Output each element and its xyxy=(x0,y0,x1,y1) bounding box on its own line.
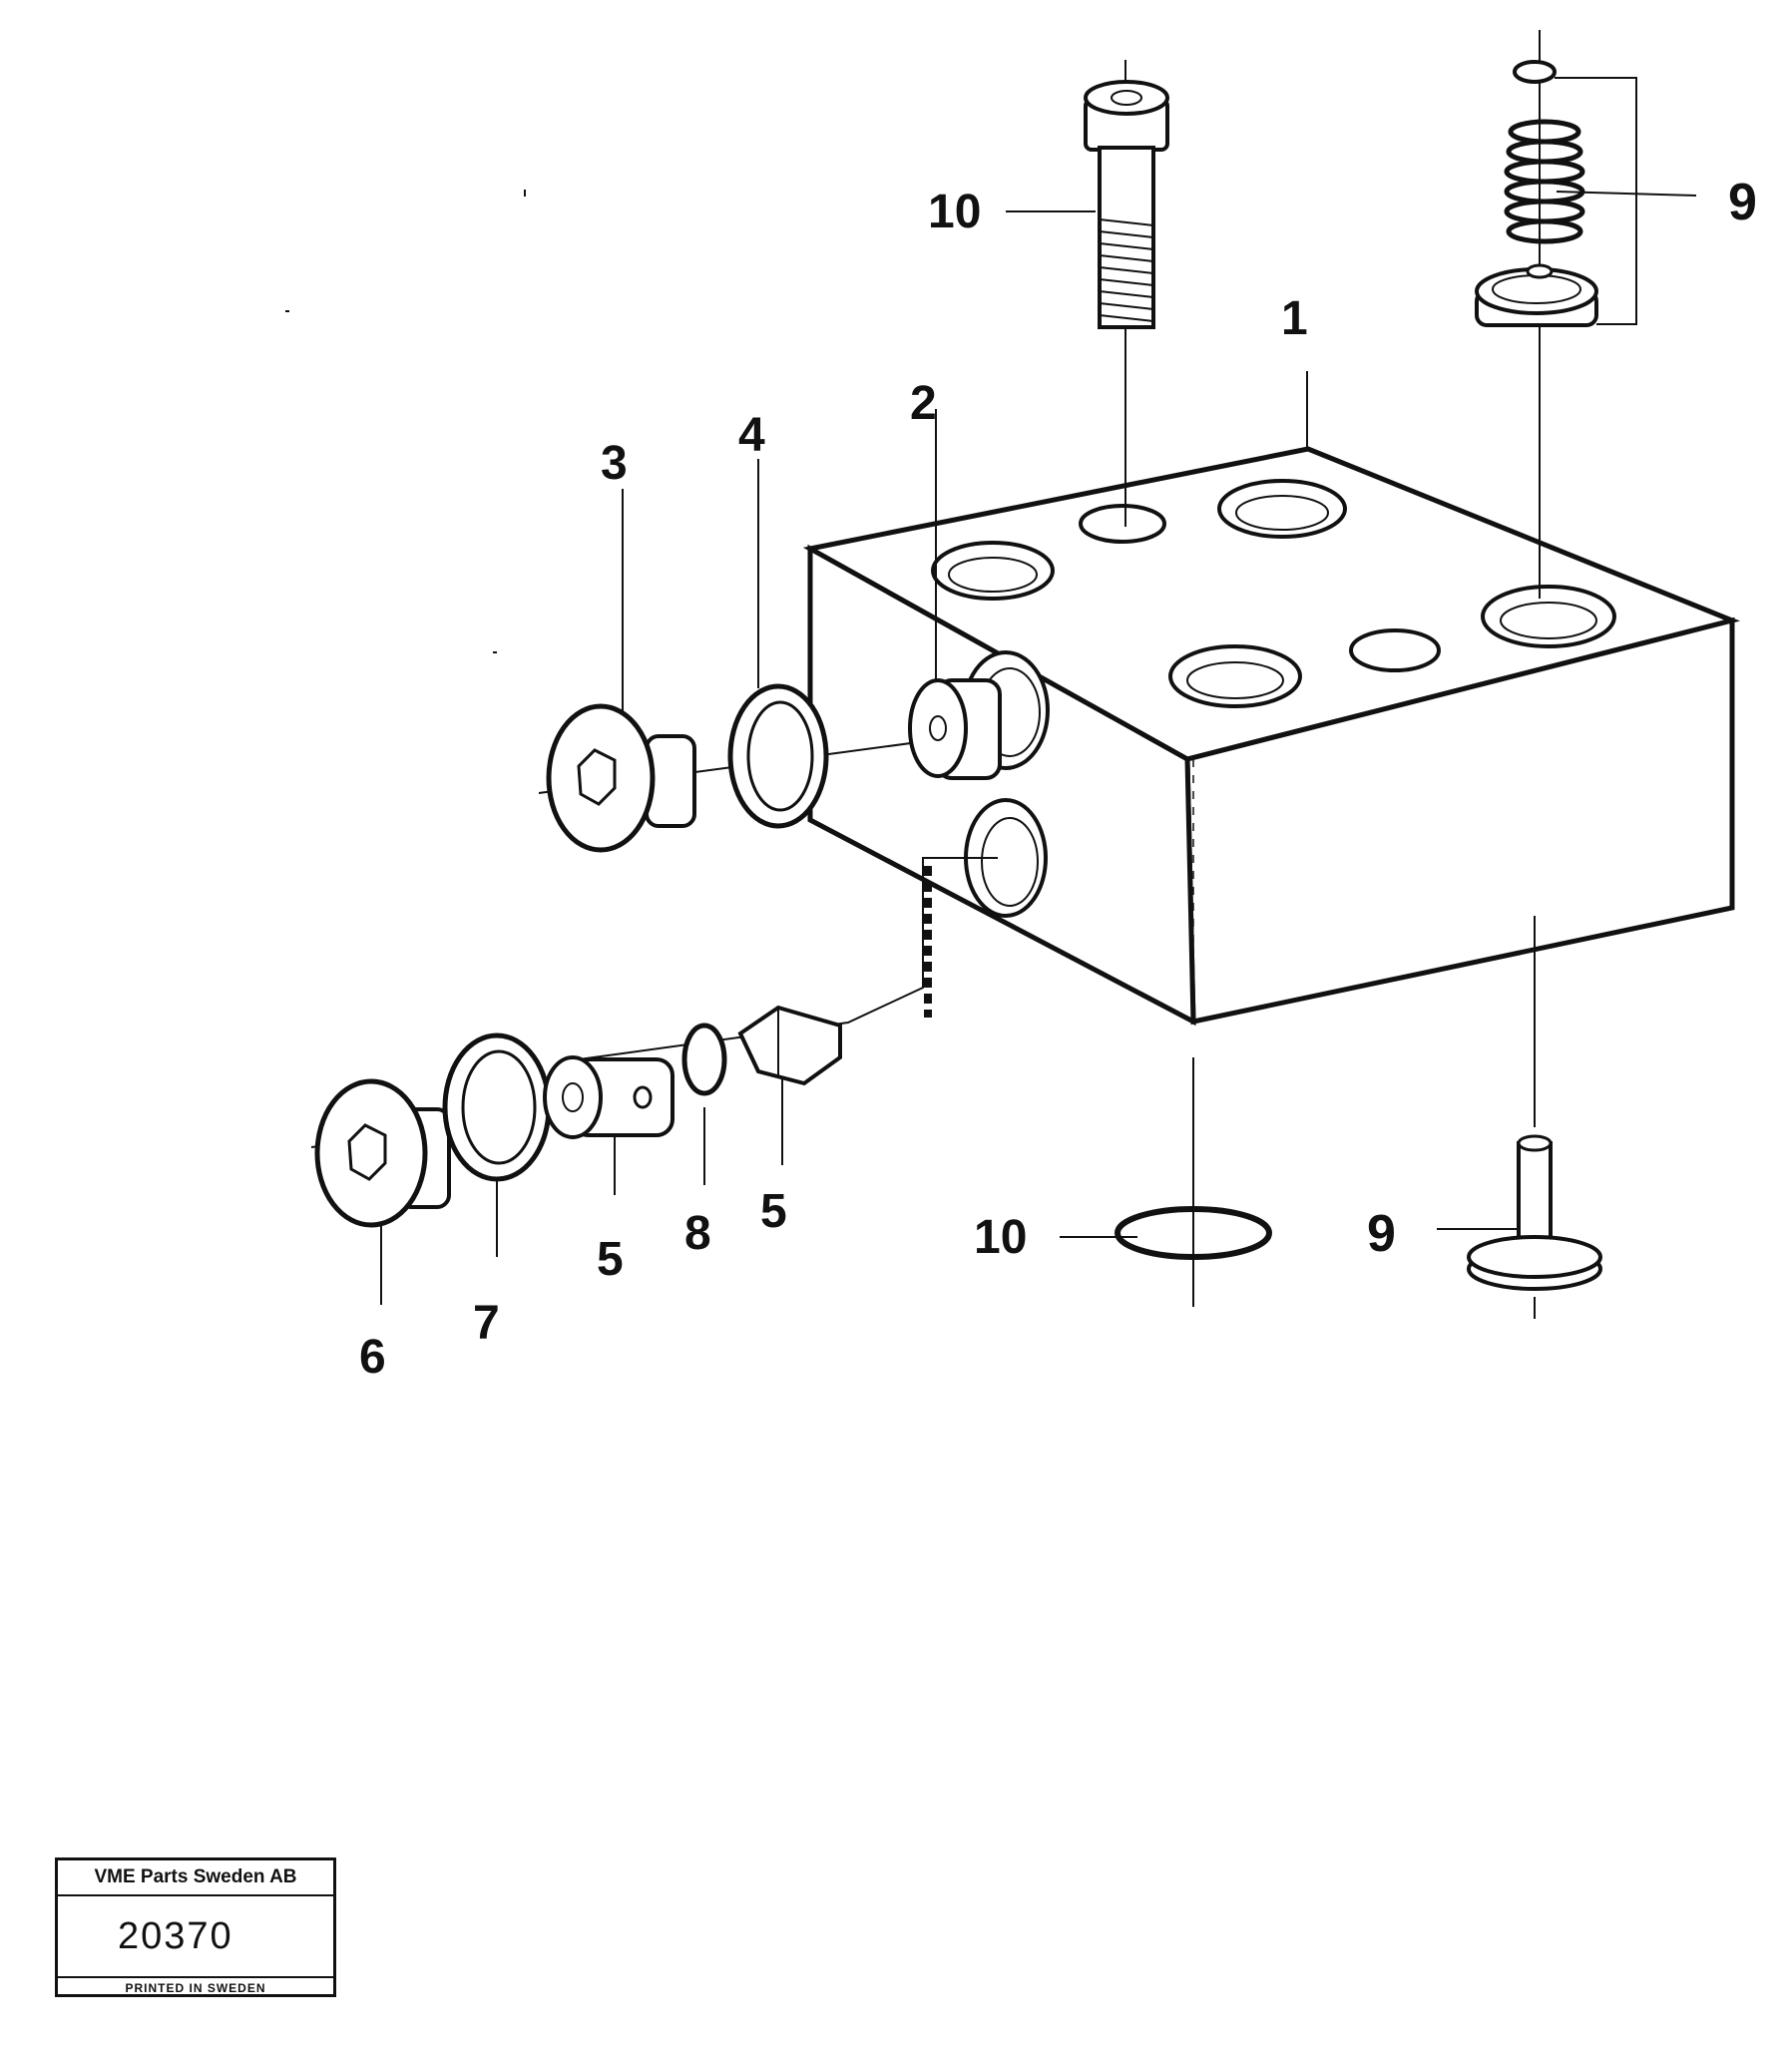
callout-7: 7 xyxy=(473,1297,500,1350)
callout-1: 1 xyxy=(1281,292,1308,345)
callout-4: 4 xyxy=(738,409,765,462)
sleeve-5 xyxy=(543,1055,674,1139)
valve-block xyxy=(802,446,1741,1027)
callout-9-top: 9 xyxy=(1728,174,1757,231)
callout-5a: 5 xyxy=(597,1233,624,1286)
callout-10-top: 10 xyxy=(928,186,981,238)
plug-3 xyxy=(546,703,696,853)
washer-7 xyxy=(442,1032,552,1182)
stamp-company: VME Parts Sweden AB xyxy=(58,1860,333,1896)
oring-10-bottom xyxy=(1115,1206,1272,1260)
poppet-5 xyxy=(737,1005,842,1086)
stamp-printed: PRINTED IN SWEDEN xyxy=(125,1980,266,1995)
title-stamp: VME Parts Sweden AB 20370 PRINTED IN SWE… xyxy=(55,1857,336,1997)
spring-assembly xyxy=(1475,30,1697,599)
callout-3: 3 xyxy=(601,437,628,490)
callouts: 1 2 3 4 5 5 6 7 8 9 9 10 10 xyxy=(359,174,1757,1384)
valve-disc-9 xyxy=(1467,1134,1602,1291)
washer-4 xyxy=(727,683,829,829)
callout-10-bottom: 10 xyxy=(974,1211,1027,1264)
callout-2: 2 xyxy=(910,377,937,430)
plug-2 xyxy=(908,678,1002,780)
plug-6 xyxy=(314,1078,451,1228)
callout-8: 8 xyxy=(684,1207,711,1260)
oring-8 xyxy=(681,1023,727,1096)
callout-5b: 5 xyxy=(760,1185,787,1238)
bolt-top xyxy=(1006,60,1169,527)
stamp-number: 20370 xyxy=(58,1896,333,1978)
callout-9-bottom: 9 xyxy=(1367,1205,1396,1263)
stray-marks xyxy=(285,190,526,653)
callout-6: 6 xyxy=(359,1331,386,1384)
